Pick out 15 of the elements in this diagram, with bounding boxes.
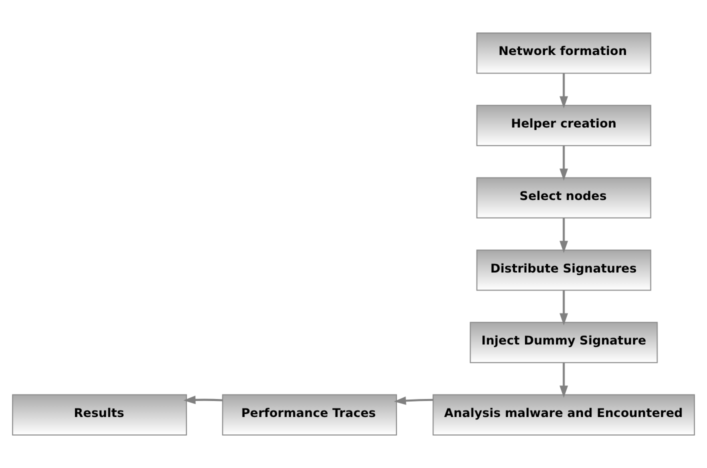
arrow xyxy=(560,146,568,181)
arrow xyxy=(560,73,568,108)
node-box: Select nodes xyxy=(476,177,652,218)
node-box: Helper creation xyxy=(476,104,652,146)
node-box: Performance Traces xyxy=(222,394,397,436)
arrow xyxy=(560,290,568,326)
arrow xyxy=(183,396,223,404)
arrow xyxy=(394,396,434,405)
node-box: Results xyxy=(12,394,187,436)
node-box: Inject Dummy Signature xyxy=(470,322,658,364)
arrow xyxy=(560,362,568,398)
node-box: Analysis malware and Encountered xyxy=(432,394,695,436)
arrow xyxy=(560,218,568,254)
node-box: Distribute Signatures xyxy=(476,250,652,291)
node-box: Network formation xyxy=(476,32,652,74)
